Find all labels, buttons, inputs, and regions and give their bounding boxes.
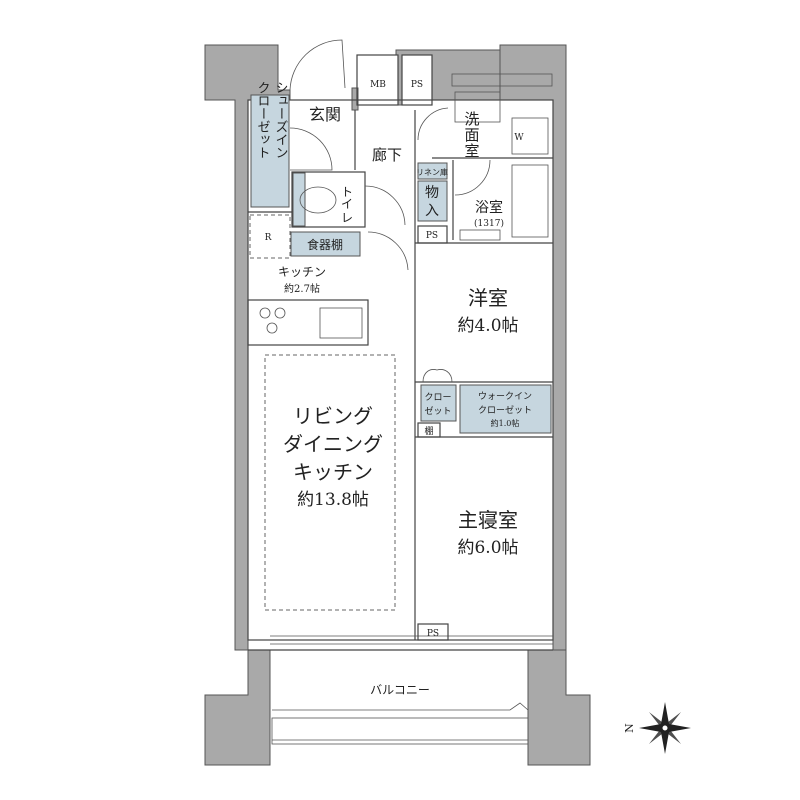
ldk-area	[264, 354, 396, 611]
ps-label-mid: PS	[426, 231, 438, 241]
closet	[420, 384, 457, 422]
shelf-label: 棚	[424, 425, 433, 437]
storage-label-1: 物	[425, 185, 439, 201]
bath-size: (1317)	[474, 218, 504, 229]
entrance-label: 玄関	[309, 105, 341, 124]
ldk-label-2: ダイニング	[283, 432, 383, 456]
shoe-closet-label-1: シューズイン	[273, 81, 288, 159]
toilet-label-3: レ	[341, 211, 353, 225]
master-bedroom-label: 主寝室	[458, 508, 518, 532]
western-room-label: 洋室	[468, 286, 508, 310]
bath-label: 浴室	[475, 199, 503, 216]
ps-label-top: PS	[411, 80, 423, 90]
balcony-label: バルコニー	[370, 683, 430, 697]
washroom-label-3: 室	[464, 142, 479, 160]
ps-box	[417, 225, 448, 244]
toilet-label-2: イ	[341, 197, 353, 211]
washroom-label-1: 洗	[464, 110, 479, 128]
storage-label-2: 入	[425, 203, 439, 219]
interior-walls	[247, 39, 554, 745]
ps-label-bottom: PS	[427, 629, 439, 639]
stove-icon	[259, 307, 286, 334]
master-bedroom-size: 約6.0帖	[457, 538, 518, 558]
shoe-closet-label-2: クローゼット	[255, 81, 271, 159]
washroom-label-2: 面	[464, 126, 479, 144]
walkin-size: 約1.0帖	[491, 418, 520, 428]
toilet-bowl-icon	[299, 186, 337, 214]
compass-icon: N	[623, 702, 691, 754]
closet-label-1: クロー	[424, 392, 451, 403]
western-room-size: 約4.0帖	[457, 316, 518, 336]
walkin-label-1: ウォークイン	[478, 391, 532, 402]
storage-closet	[417, 180, 448, 222]
walk-in-closet	[459, 384, 552, 434]
toilet-label-1: ト	[341, 185, 353, 199]
ldk-label-3: キッチン	[293, 460, 373, 484]
ps-box-bedroom	[417, 623, 449, 641]
cupboard	[290, 231, 361, 257]
ldk-size: 約13.8帖	[297, 490, 369, 510]
walkin-label-2: クローゼット	[478, 404, 532, 416]
sink-icon	[319, 307, 363, 339]
washer-label: W	[514, 133, 524, 143]
mb-label: MB	[370, 80, 386, 90]
shoe-closet	[250, 94, 290, 208]
ldk-label-1: リビング	[293, 404, 373, 428]
north-label: N	[623, 723, 636, 733]
cupboard-label: 食器棚	[307, 237, 343, 252]
linen-label: リネン庫	[416, 167, 448, 177]
shelf	[417, 422, 441, 438]
kitchen-label: キッチン	[278, 265, 326, 279]
hallway-label: 廊下	[372, 146, 402, 164]
toilet-counter	[292, 172, 306, 227]
linen-closet	[417, 162, 448, 180]
closet-label-2: ゼット	[424, 405, 451, 417]
kitchen-size: 約2.7帖	[284, 282, 320, 295]
fridge-label: R	[265, 233, 272, 243]
